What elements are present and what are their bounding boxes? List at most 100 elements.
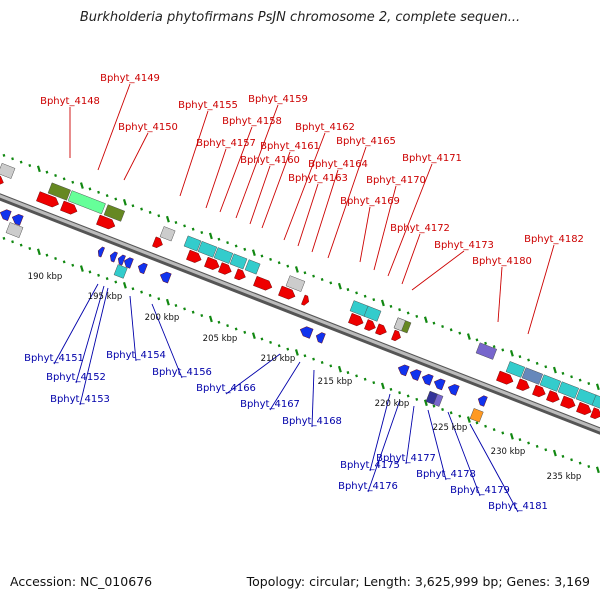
reverse-gene-arrow — [315, 332, 326, 344]
forward-gene-arrow — [560, 395, 576, 409]
lower-tick — [389, 387, 393, 391]
bottom-gene-label-bphyt_4181-leader — [469, 423, 519, 513]
top-gene-label-bphyt_4150-leader — [123, 132, 149, 181]
reverse-gene-arrow — [97, 246, 105, 258]
upper-tick — [595, 383, 600, 391]
upper-tick — [337, 282, 342, 290]
upper-tick — [105, 194, 109, 198]
lower-tick — [11, 240, 14, 244]
cog-box — [425, 390, 438, 405]
genome-backbone — [0, 193, 600, 435]
lower-tick — [2, 236, 6, 240]
upper-tick — [208, 232, 213, 240]
upper-tick — [578, 378, 582, 382]
kbp-label: 200 kbp — [145, 313, 180, 323]
upper-tick — [28, 163, 32, 167]
upper-tick — [406, 311, 410, 315]
upper-tick — [148, 210, 152, 214]
lower-tick — [406, 394, 410, 398]
lower-tick — [423, 399, 428, 407]
lower-tick — [320, 360, 324, 365]
bottom-gene-label-bphyt_4156: Bphyt_4156 — [152, 367, 212, 378]
lower-tick — [449, 411, 453, 415]
cog-box — [591, 394, 600, 410]
lower-tick — [217, 320, 221, 324]
forward-gene-arrow — [301, 294, 309, 306]
forward-gene-arrow — [278, 285, 296, 300]
forward-gene-arrow — [218, 262, 232, 275]
upper-tick — [286, 264, 290, 268]
cog-box — [183, 235, 202, 252]
forward-gene-arrow — [60, 200, 78, 215]
lower-tick — [294, 349, 299, 356]
lower-tick — [544, 448, 548, 452]
cog-box — [0, 163, 16, 179]
lower-tick — [363, 377, 367, 381]
lower-tick — [312, 357, 315, 361]
gene-features — [0, 174, 600, 420]
cog-box — [285, 275, 306, 292]
top-gene-label-bphyt_4169-leader — [359, 206, 371, 263]
top-gene-label-bphyt_4148: Bphyt_4148 — [40, 96, 100, 107]
upper-tick — [226, 241, 229, 245]
cog-box — [244, 259, 261, 275]
bottom-gene-label-bphyt_4154: Bphyt_4154 — [106, 350, 166, 361]
upper-tick — [501, 348, 505, 352]
lower-tick — [527, 441, 530, 445]
cog-box — [475, 342, 498, 360]
bottom-gene-label-bphyt_4181: Bphyt_4181 — [488, 501, 548, 512]
bottom-gene-label-bphyt_4154-leader — [129, 295, 137, 362]
bottom-gene-label-bphyt_4167: Bphyt_4167 — [240, 399, 300, 410]
reverse-gene-arrow — [447, 384, 460, 396]
tick-marks — [2, 153, 600, 474]
upper-tick — [527, 358, 530, 362]
upper-tick — [492, 345, 496, 349]
upper-tick — [36, 165, 41, 173]
upper-tick — [544, 365, 548, 369]
upper-tick — [234, 244, 238, 248]
lower-tick — [509, 432, 514, 440]
upper-tick — [217, 237, 221, 241]
upper-tick — [183, 224, 186, 228]
forward-gene-arrow — [348, 313, 364, 327]
top-gene-label-bphyt_4173-leader — [411, 250, 465, 291]
forward-gene-arrow — [204, 256, 220, 270]
upper-tick — [269, 257, 272, 261]
lower-tick — [97, 273, 100, 277]
upper-tick — [423, 316, 428, 324]
reverse-gene-arrow — [11, 214, 24, 226]
lower-tick — [200, 314, 204, 318]
lower-tick — [54, 257, 57, 261]
cog-box — [113, 264, 128, 279]
upper-tick — [398, 308, 401, 312]
upper-tick — [320, 277, 324, 282]
kbp-label: 230 kbp — [491, 447, 526, 457]
upper-tick — [312, 274, 315, 278]
lower-tick — [346, 371, 350, 375]
forward-gene-arrow — [96, 214, 116, 230]
cog-box — [213, 247, 234, 264]
upper-tick — [2, 153, 6, 157]
lower-tick — [269, 340, 272, 344]
upper-tick — [509, 349, 514, 357]
top-gene-label-bphyt_4155: Bphyt_4155 — [178, 100, 238, 111]
accession-text: Accession: NC_010676 — [10, 574, 153, 589]
top-gene-label-bphyt_4162: Bphyt_4162 — [295, 122, 355, 133]
forward-gene-arrow — [234, 268, 246, 281]
forward-gene-arrow — [36, 191, 59, 208]
top-gene-label-bphyt_4162-leader — [283, 132, 326, 241]
bottom-gene-label-bphyt_4176-leader — [367, 399, 401, 493]
lower-tick — [88, 270, 92, 274]
bottom-gene-label-bphyt_4177: Bphyt_4177 — [376, 453, 436, 464]
backbone-highlight — [0, 194, 600, 432]
upper-tick — [570, 375, 573, 379]
upper-tick — [243, 247, 247, 251]
cog-boxes — [0, 163, 600, 423]
top-gene-label-bphyt_4157: Bphyt_4157 — [196, 138, 256, 149]
bottom-gene-label-bphyt_4175-leader — [369, 393, 391, 472]
kbp-label: 215 kbp — [318, 377, 353, 387]
reverse-gene-arrow — [421, 373, 434, 386]
lower-tick — [329, 364, 333, 368]
top-gene-label-bphyt_4170: Bphyt_4170 — [366, 175, 426, 186]
lower-tick — [355, 374, 358, 378]
